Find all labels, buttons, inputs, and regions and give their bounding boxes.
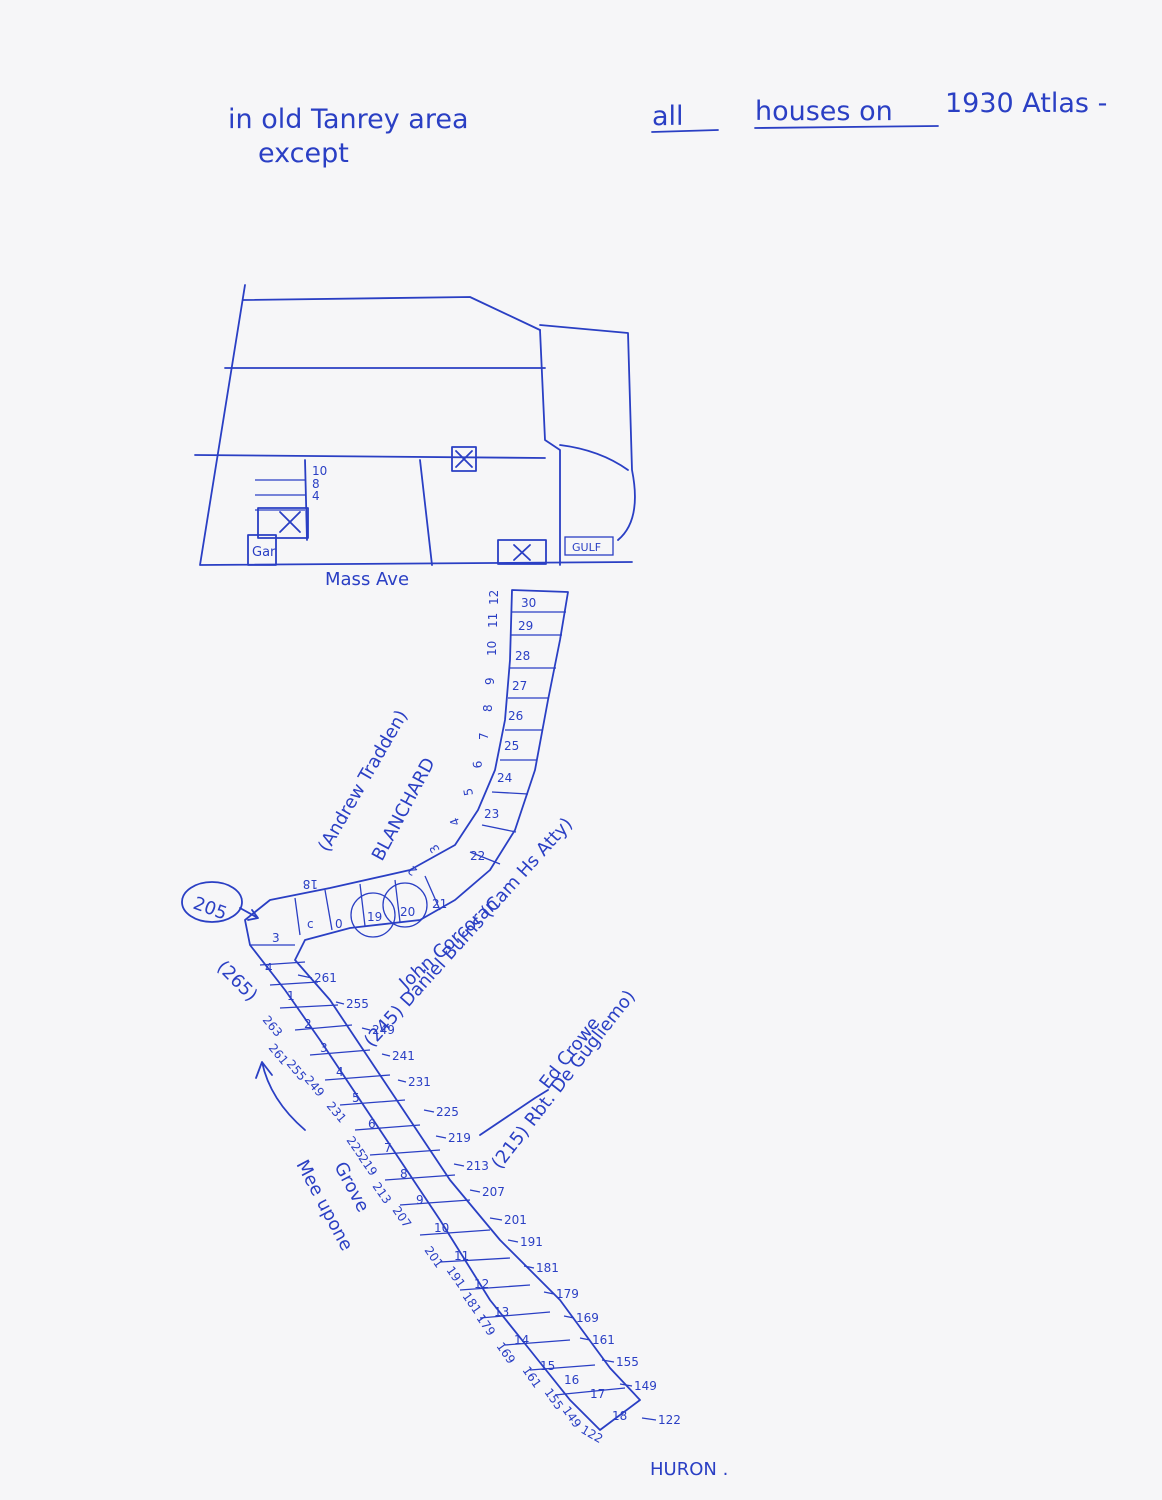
underline-all	[651, 129, 719, 133]
rn-191: 191	[520, 1235, 543, 1249]
lot-20: 20	[400, 905, 415, 919]
gulf-label: GULF	[572, 541, 601, 554]
lot-c: c	[307, 917, 314, 931]
lot-21: 21	[432, 897, 447, 911]
ln-213: 213	[370, 1180, 395, 1207]
ul-6: 6	[470, 760, 485, 769]
rn-255: 255	[346, 997, 369, 1011]
ul-18: 18	[303, 877, 318, 891]
rn-169: 169	[576, 1311, 599, 1325]
rn-201: 201	[504, 1213, 527, 1227]
ln-191: 191	[444, 1264, 469, 1291]
underline-houses	[754, 125, 939, 129]
lot-22: 22	[470, 849, 485, 863]
lot-l18: 18	[612, 1409, 627, 1423]
lot-l8: 8	[400, 1167, 408, 1181]
lot-l13: 13	[494, 1305, 509, 1319]
garage-label: Gar	[252, 545, 276, 560]
ln-122: 122	[579, 1422, 606, 1446]
lot-strip	[244, 589, 641, 1431]
right-house-numbers: 261 255 249 241 231 225 219 213 207 201 …	[297, 971, 681, 1427]
lot-24: 24	[497, 771, 512, 785]
ul-8: 8	[481, 704, 495, 712]
upper-left-numbers: 12 11 10 9 8 7 6 5 4 3 2 18	[303, 590, 501, 891]
rn-181: 181	[536, 1261, 559, 1275]
lot-28: 28	[515, 649, 530, 663]
ln-263: 263	[260, 1013, 285, 1040]
ln-181: 181	[460, 1290, 485, 1317]
lot-l1: 1	[287, 989, 295, 1003]
lot-29: 29	[518, 619, 533, 633]
street-mass-ave: Mass Ave	[325, 569, 409, 590]
ln-149: 149	[560, 1404, 585, 1431]
lot-19: 19	[367, 910, 382, 924]
street-huron: HURON .	[650, 1459, 728, 1480]
note-line1c: houses on	[755, 96, 893, 127]
lower-lot-numbers: 1 2 3 4 5 6 7 8 9 10 11 12 13 14 15 16 1…	[287, 989, 627, 1423]
lot-l3: 3	[320, 1041, 328, 1055]
rn-213: 213	[466, 1159, 489, 1173]
lot-l17: 17	[590, 1387, 605, 1401]
arrow-205	[239, 907, 259, 921]
note-line1d: 1930 Atlas -	[945, 88, 1107, 119]
block-sketch: Gar GULF 10 8 4	[194, 284, 636, 566]
rn-122: 122	[658, 1413, 681, 1427]
direction-arrow	[255, 1061, 306, 1131]
label-265: (265)	[212, 957, 261, 1006]
lot-l6: 6	[368, 1117, 376, 1131]
circled-205	[181, 881, 243, 923]
lot-num-10: 10	[312, 464, 327, 478]
rn-161: 161	[592, 1333, 615, 1347]
ln-201: 201	[422, 1244, 447, 1271]
lot-l7: 7	[384, 1141, 392, 1155]
lot-l10: 10	[434, 1221, 449, 1235]
note-line1b: all	[652, 101, 684, 132]
lot-l12: 12	[474, 1277, 489, 1291]
lot-l16: 16	[564, 1373, 579, 1387]
rn-219: 219	[448, 1131, 471, 1145]
rn-261: 261	[314, 971, 337, 985]
lot-num-8: 8	[312, 477, 320, 491]
ul-10: 10	[485, 641, 499, 656]
rn-241: 241	[392, 1049, 415, 1063]
ul-4: 4	[447, 816, 463, 828]
rn-207: 207	[482, 1185, 505, 1199]
ln-207: 207	[390, 1204, 415, 1231]
lot-l4: 4	[336, 1065, 344, 1079]
lot-0: 0	[335, 917, 343, 931]
ln-231: 231	[324, 1099, 349, 1126]
lot-4: 4	[265, 961, 273, 975]
ul-7: 7	[477, 732, 491, 740]
lot-27: 27	[512, 679, 527, 693]
lot-26: 26	[508, 709, 523, 723]
rn-225: 225	[436, 1105, 459, 1119]
lot-l2: 2	[304, 1017, 312, 1031]
ul-5: 5	[461, 787, 476, 797]
rn-231: 231	[408, 1075, 431, 1089]
lot-l5: 5	[352, 1091, 360, 1105]
note-line2: except	[258, 138, 349, 169]
rn-155: 155	[616, 1355, 639, 1369]
lot-30: 30	[521, 596, 536, 610]
lot-l11: 11	[454, 1249, 469, 1263]
resident-degugliemo: (215) Rbt. De Gugliemo)	[487, 986, 639, 1173]
rn-179: 179	[556, 1287, 579, 1301]
lot-l15: 15	[540, 1359, 555, 1373]
crowe-pointer	[479, 1089, 549, 1136]
lot-num-4: 4	[312, 489, 320, 503]
upper-lot-numbers: 30 29 28 27 26 25 24 23 22 21 20 19 0 c …	[265, 596, 536, 975]
lot-25: 25	[504, 739, 519, 753]
ul-11: 11	[486, 613, 500, 628]
rn-149: 149	[634, 1379, 657, 1393]
lot-3: 3	[272, 931, 280, 945]
lot-l9: 9	[416, 1193, 424, 1207]
note-line1a: in old Tanrey area	[228, 104, 469, 135]
lot-23: 23	[484, 807, 499, 821]
lot-l14: 14	[514, 1333, 529, 1347]
ul-12: 12	[487, 590, 501, 605]
rn-249: 249	[372, 1023, 395, 1037]
ul-9: 9	[483, 677, 497, 685]
